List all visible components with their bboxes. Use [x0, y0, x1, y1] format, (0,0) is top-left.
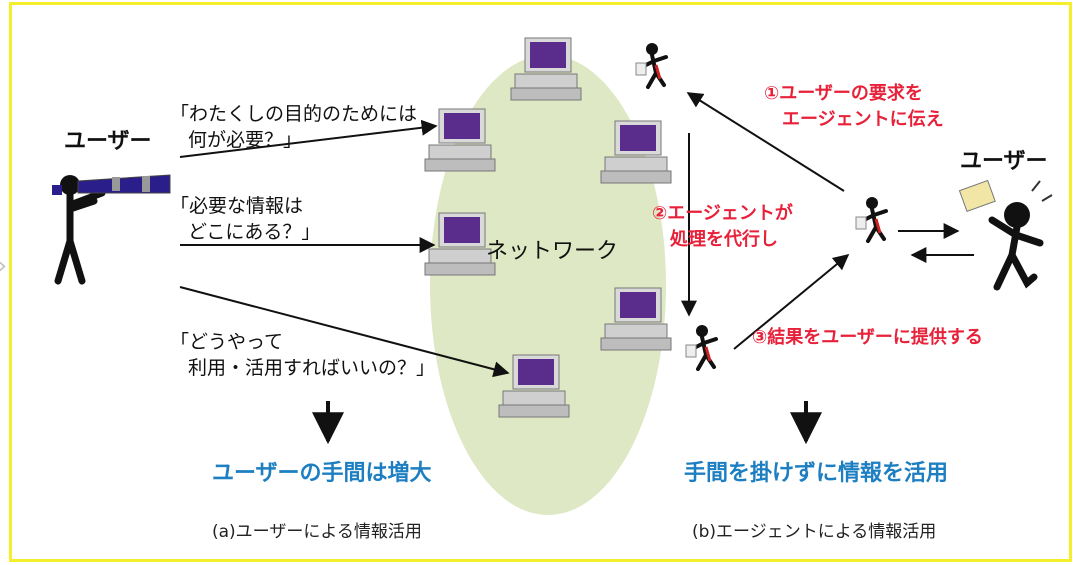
network-label: ネットワーク — [486, 239, 619, 264]
step-1-line1: ①ユーザーの要求を — [764, 83, 923, 104]
right-caption: (b)エージェントによる情報活用 — [692, 522, 937, 542]
question-2-line1: 「必要な情報は — [170, 195, 304, 217]
diagram-canvas — [52, 37, 1053, 515]
agent-runner-icon — [854, 195, 888, 243]
question-3-line1: 「どうやって — [170, 331, 284, 353]
agent-runner-icon — [634, 41, 668, 89]
computer-icon — [424, 108, 496, 172]
question-1-line1: 「わたくしの目的のためには — [170, 103, 418, 125]
question-1-line2: 何が必要？」 — [188, 129, 303, 151]
left-result: ユーザーの手間は増大 — [212, 461, 432, 486]
figure-frame: ユーザー ユーザー 「わたくしの目的のためには 何が必要？」 「必要な情報は ど… — [9, 2, 1072, 562]
left-caption: (a)ユーザーによる情報活用 — [212, 522, 422, 542]
arrow — [733, 253, 850, 350]
question-3-line2: 利用・活用すればいいの？」 — [188, 357, 436, 379]
agent-runner-icon — [684, 323, 718, 371]
right-user-label: ユーザー — [960, 149, 1048, 174]
left-user-label: ユーザー — [64, 129, 152, 154]
arrow — [179, 119, 438, 158]
side-chevron-icon: › — [0, 254, 7, 279]
user-with-telescope-icon — [52, 174, 171, 285]
step-2-line2: 処理を代行し — [670, 229, 778, 250]
right-result: 手間を掛けずに情報を活用 — [684, 461, 949, 486]
step-3-line1: ③結果をユーザーに提供する — [752, 327, 983, 348]
step-2-line1: ②エージェントが — [652, 203, 793, 224]
user-figure-icon — [958, 179, 1053, 291]
arrow — [179, 286, 510, 378]
step-1-line2: エージェントに伝え — [782, 109, 944, 130]
question-2-line2: どこにある？」 — [188, 221, 321, 243]
arrow — [686, 92, 845, 192]
